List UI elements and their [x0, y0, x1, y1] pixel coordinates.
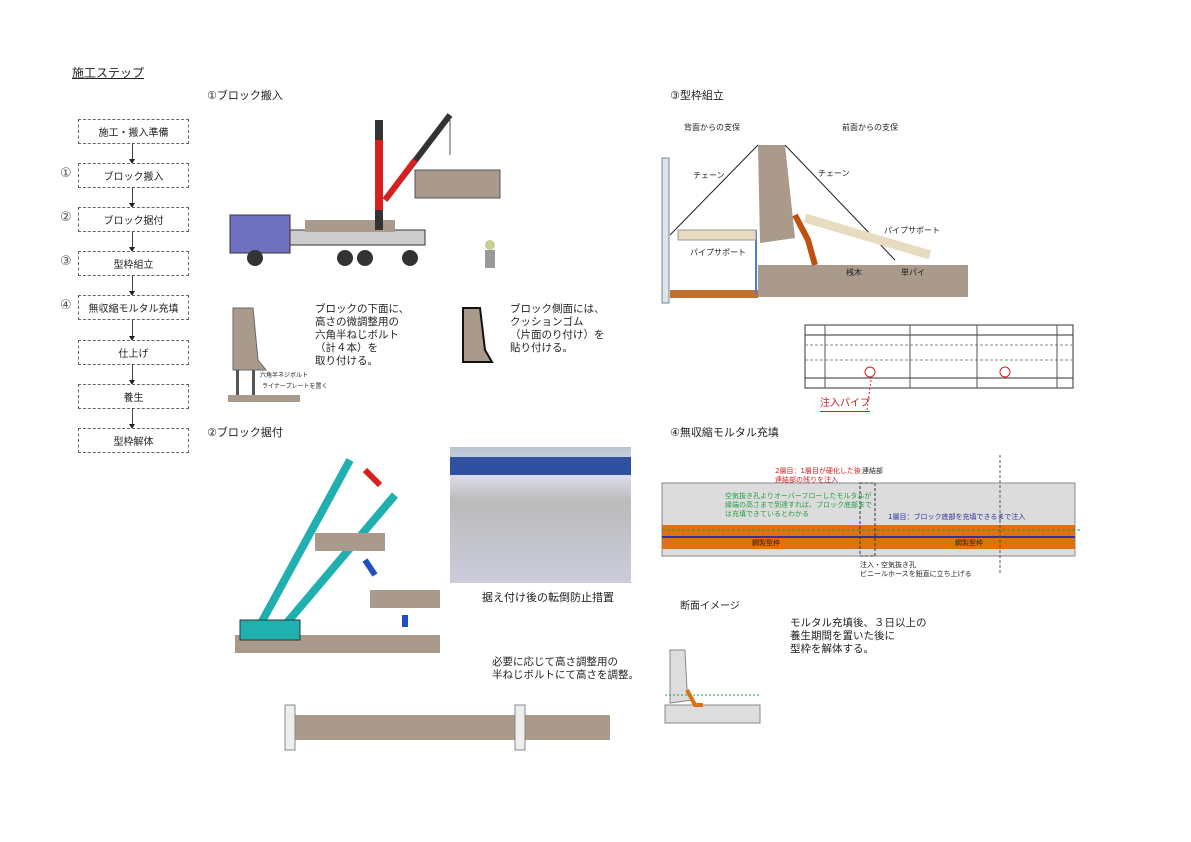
flow-step-finish: 仕上げ — [78, 340, 189, 365]
step-number: ③ — [60, 254, 72, 269]
formwork-left-label: 鋼製型枠 — [752, 539, 780, 547]
truck-crane-illustration — [229, 113, 501, 268]
chain-right-label: チェーン — [818, 169, 850, 178]
pipe-support-right-label: パイプサポート — [884, 226, 940, 235]
step-number: ② — [60, 210, 72, 225]
formwork-plan-drawing — [804, 324, 1074, 411]
injection-pipe-label: 注入パイプ — [820, 397, 870, 412]
section3-heading: ③型枠組立 — [670, 89, 724, 102]
joint-label: 連結部 — [862, 467, 883, 475]
hole-note: 注入・空気抜き孔 ビニールホースを鉛直に立ち上げる — [860, 561, 972, 578]
plate-label: ライナープレートを置く — [262, 383, 328, 390]
section4-heading: ④無収縮モルタル充填 — [670, 426, 779, 439]
flow-step-mortar: 無収縮モルタル充填 — [78, 295, 189, 320]
back-support-label: 背面からの支保 — [684, 123, 740, 132]
chain-left-label: チェーン — [693, 171, 725, 180]
flow-arrow — [129, 408, 135, 429]
section1-heading: ①ブロック搬入 — [207, 89, 283, 102]
bolt-label: 六角半ネジボルト — [260, 372, 309, 379]
section2-heading: ②ブロック据付 — [207, 426, 283, 439]
flow-step-curing: 養生 — [78, 384, 189, 409]
cushion-note: ブロック側面には、 クッションゴム （片面のり付け）を 貼り付ける。 — [510, 303, 605, 354]
single-pipe-label: 単パイ — [901, 268, 925, 277]
formwork-right-label: 鋼製型枠 — [955, 539, 983, 547]
step-number: ④ — [60, 298, 72, 313]
front-support-label: 前面からの支保 — [842, 123, 898, 132]
mortar-filling-diagram — [661, 455, 1080, 575]
bolt-note: ブロックの下面に、 高さの微調整用の 六角半ねじボルト （計４本）を 取り付ける… — [315, 303, 410, 367]
flow-step-block-delivery: ブロック搬入 — [78, 163, 189, 188]
formwork-support-diagram — [661, 144, 968, 304]
section-image-label: 断面イメージ — [680, 601, 740, 612]
block-cushion-diagram — [462, 307, 494, 363]
crawler-crane-illustration — [235, 458, 440, 653]
photo-caption: 据え付け後の転倒防止措置 — [482, 591, 614, 604]
flow-arrow — [129, 364, 135, 385]
timber-label: 桟木 — [846, 268, 862, 277]
layer2-note: 2層目：1層目が硬化した後 連結部の残りを注入 — [775, 467, 861, 484]
overflow-note: 空気抜き孔よりオーバーフローしたモルタルが 縁端の高さまで到達すれば、ブロック底… — [725, 492, 872, 518]
page-title: 施工ステップ — [72, 66, 145, 80]
block-bolt-diagram — [228, 307, 300, 402]
block-row-illustration — [284, 704, 610, 751]
flow-step-formwork: 型枠組立 — [78, 251, 189, 276]
flow-step-prep: 施工・搬入準備 — [78, 119, 189, 144]
height-adjust-note: 必要に応じて高さ調整用の 半ねじボルトにて高さを調整。 — [492, 656, 639, 681]
flow-arrow — [129, 187, 135, 208]
layer1-note: 1層目：ブロック底部を充填できるまで注入 — [888, 513, 1026, 521]
pipe-support-left-label: パイプサポート — [690, 248, 746, 257]
curing-note: モルタル充填後、３日以上の 養生期間を置いた後に 型枠を解体する。 — [790, 617, 927, 655]
section-image-diagram — [664, 649, 761, 724]
flow-arrow — [129, 143, 135, 164]
flow-arrow — [129, 231, 135, 252]
flow-step-remove-formwork: 型枠解体 — [78, 428, 189, 453]
anti-tip-photo — [450, 447, 631, 583]
flow-step-block-install: ブロック据付 — [78, 207, 189, 232]
flow-arrow — [129, 275, 135, 296]
step-number: ① — [60, 166, 72, 181]
flow-arrow — [129, 319, 135, 341]
